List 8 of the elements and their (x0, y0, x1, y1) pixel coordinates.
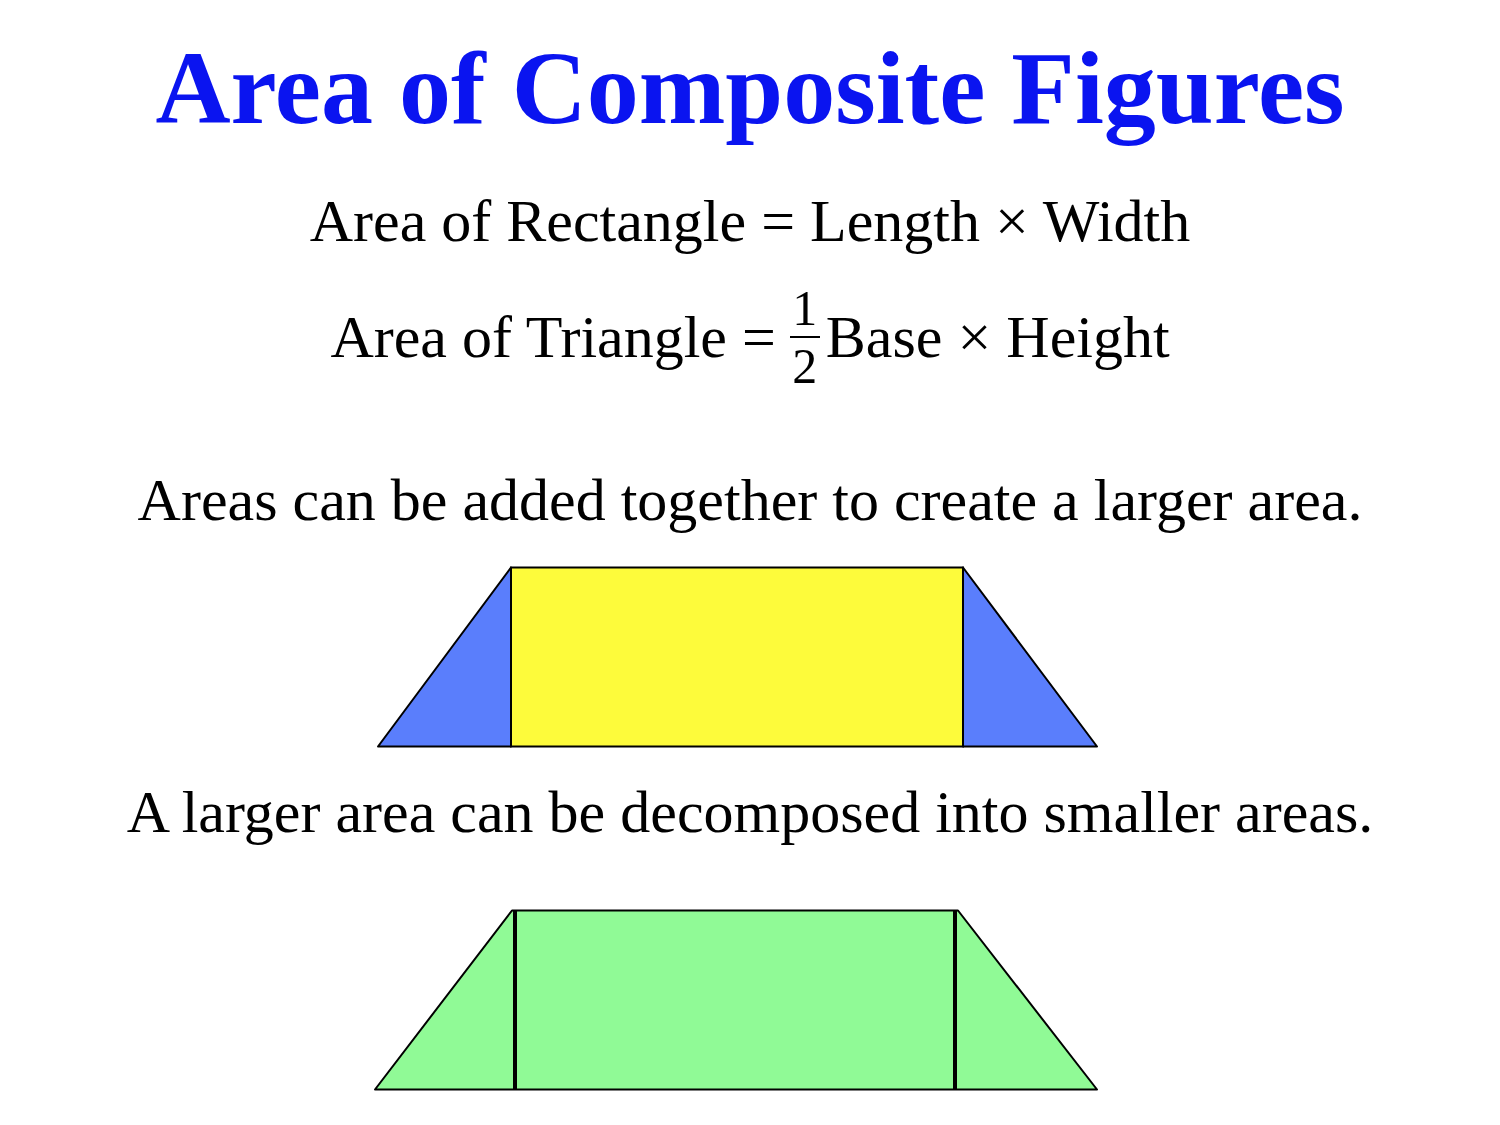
formula-text: Base × Height (825, 303, 1170, 372)
formula-text: Area of Triangle = (330, 303, 776, 372)
formula-text: Area of Rectangle = Length × Width (309, 187, 1191, 256)
statement-text: A larger area can be decomposed into smaller areas. (126, 778, 1374, 847)
fraction-numerator: 1 (792, 282, 818, 334)
fraction-denominator: 2 (792, 340, 818, 392)
statement-text: Areas can be added together to create a larger area. (137, 466, 1363, 535)
slide-title: Area of Composite Figures (155, 30, 1345, 146)
